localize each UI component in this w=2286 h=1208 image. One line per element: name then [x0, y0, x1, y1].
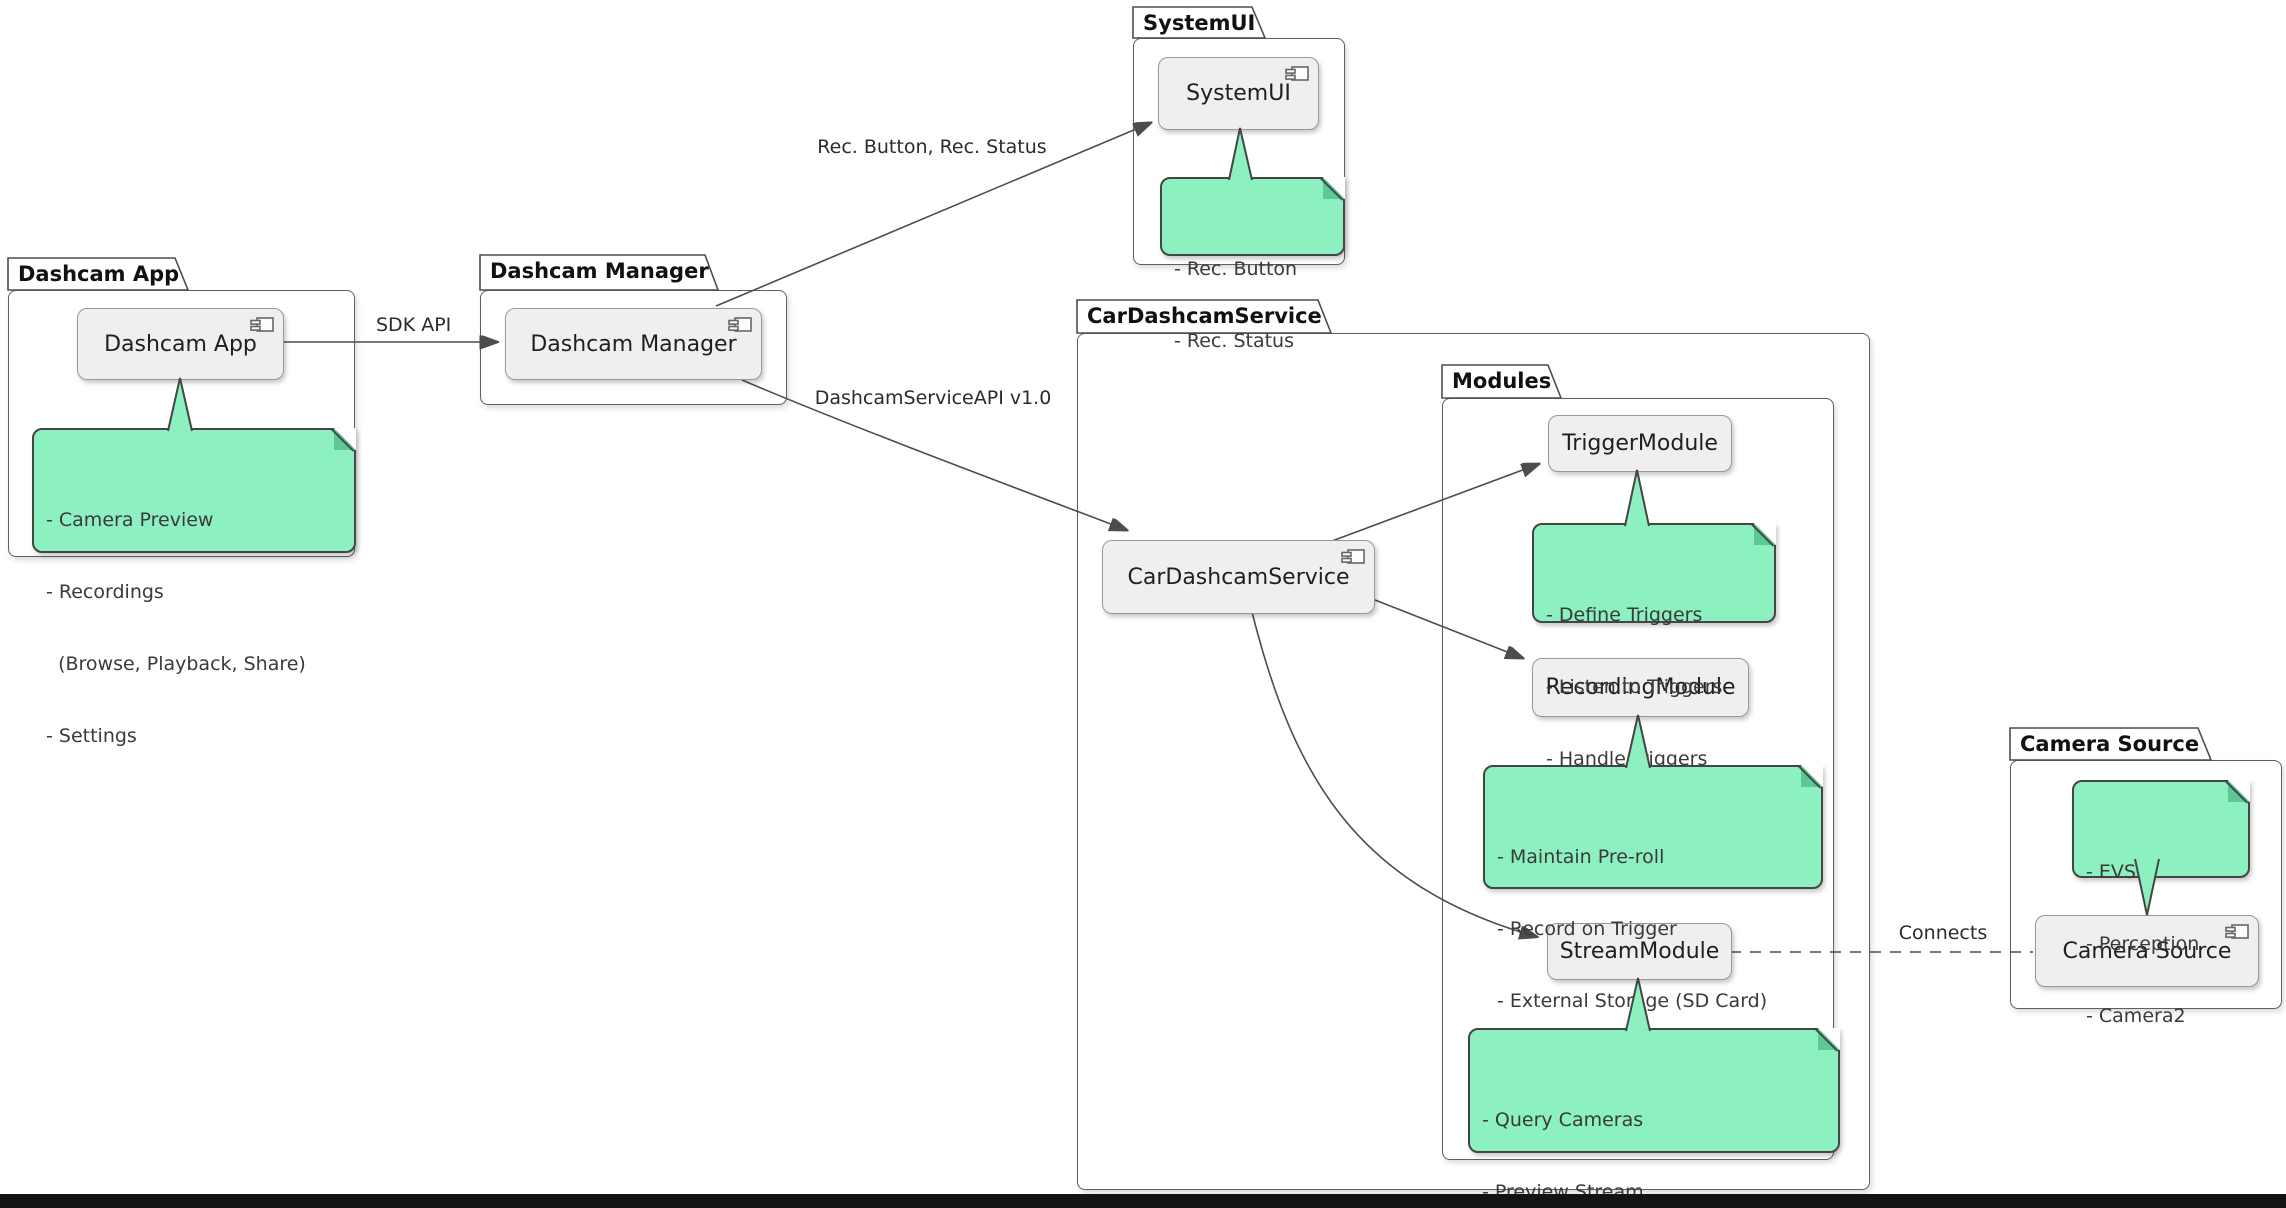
note-line: - Rec. Status — [1174, 330, 1295, 352]
package-label-dashcam-app: Dashcam App — [18, 262, 180, 286]
component-icon — [1285, 66, 1309, 81]
component-icon — [2225, 924, 2249, 939]
note-line: - EVS — [2086, 861, 2136, 883]
component-label: TriggerModule — [1562, 431, 1718, 456]
note-line: (Browse, Playback, Share) — [46, 653, 306, 675]
component-icon — [728, 317, 752, 332]
component-label: Dashcam Manager — [530, 331, 737, 357]
component-label: SystemUI — [1186, 81, 1291, 106]
note-line: - Define Triggers — [1546, 604, 1703, 626]
edge-label-dashcamserviceapi: DashcamServiceAPI v1.0 — [814, 387, 1052, 409]
component-label: StreamModule — [1559, 939, 1720, 964]
component-cardashcamservice: CarDashcamService — [1102, 540, 1375, 614]
edge-label-connects: Connects — [1898, 922, 1988, 944]
component-triggermodule: TriggerModule — [1548, 415, 1732, 472]
note-fold — [1801, 765, 1823, 787]
component-label: Dashcam App — [104, 331, 257, 357]
note-camera-source: - EVS - Perception - Camera2 — [2072, 780, 2250, 1027]
component-camera-source: Camera Source — [2035, 915, 2259, 987]
component-icon — [250, 317, 274, 332]
note-recordingmodule: - Maintain Pre-roll - Record on Trigger … — [1483, 765, 1823, 1084]
note-line: - Query Cameras — [1482, 1109, 1644, 1131]
component-dashcam-app: Dashcam App — [77, 308, 284, 380]
note-line: - Camera Preview — [46, 509, 214, 531]
component-label: CarDashcamService — [1127, 564, 1350, 590]
note-line: - Settings — [46, 725, 137, 747]
component-label: Camera Source — [2062, 938, 2232, 964]
note-dashcam-app: - Camera Preview - Recordings (Browse, P… — [32, 428, 356, 747]
note-systemui: - Rec. Button - Rec. Status — [1160, 177, 1345, 352]
component-streammodule: StreamModule — [1547, 923, 1732, 980]
note-fold — [2228, 780, 2250, 802]
note-triggermodule: - Define Triggers - Listen to Triggers -… — [1532, 523, 1776, 770]
note-fold — [1323, 177, 1345, 199]
bottom-bar — [0, 1194, 2286, 1208]
package-label-dashcam-manager: Dashcam Manager — [490, 259, 709, 283]
note-line: - Maintain Pre-roll — [1497, 846, 1665, 868]
edge-label-sdk-api: SDK API — [376, 314, 452, 336]
note-fold — [1754, 523, 1776, 545]
package-label-modules: Modules — [1452, 369, 1552, 393]
note-line: - Record on Trigger — [1497, 918, 1677, 940]
note-fold — [334, 428, 356, 450]
note-streammodule: - Query Cameras - Preview Stream - Snaps… — [1468, 1028, 1840, 1203]
package-label-camera-source: Camera Source — [2020, 732, 2200, 756]
note-line: - Rec. Button — [1174, 258, 1298, 280]
component-systemui: SystemUI — [1158, 57, 1319, 130]
edge-label-rec-button-status: Rec. Button, Rec. Status — [817, 136, 1047, 158]
note-fold — [1818, 1028, 1840, 1050]
note-line: - Camera2 — [2086, 1005, 2186, 1027]
component-label: RecordingModule — [1545, 675, 1736, 700]
component-icon — [1341, 549, 1365, 564]
component-recordingmodule: RecordingModule — [1532, 658, 1749, 717]
component-dashcam-manager: Dashcam Manager — [505, 308, 762, 380]
package-label-systemui: SystemUI — [1143, 11, 1256, 35]
note-line: - Recordings — [46, 581, 164, 603]
note-line: - External Storage (SD Card) — [1497, 990, 1768, 1012]
note-line: - Perception — [2086, 933, 2200, 955]
note-line: - Listen to Triggers — [1546, 676, 1723, 698]
